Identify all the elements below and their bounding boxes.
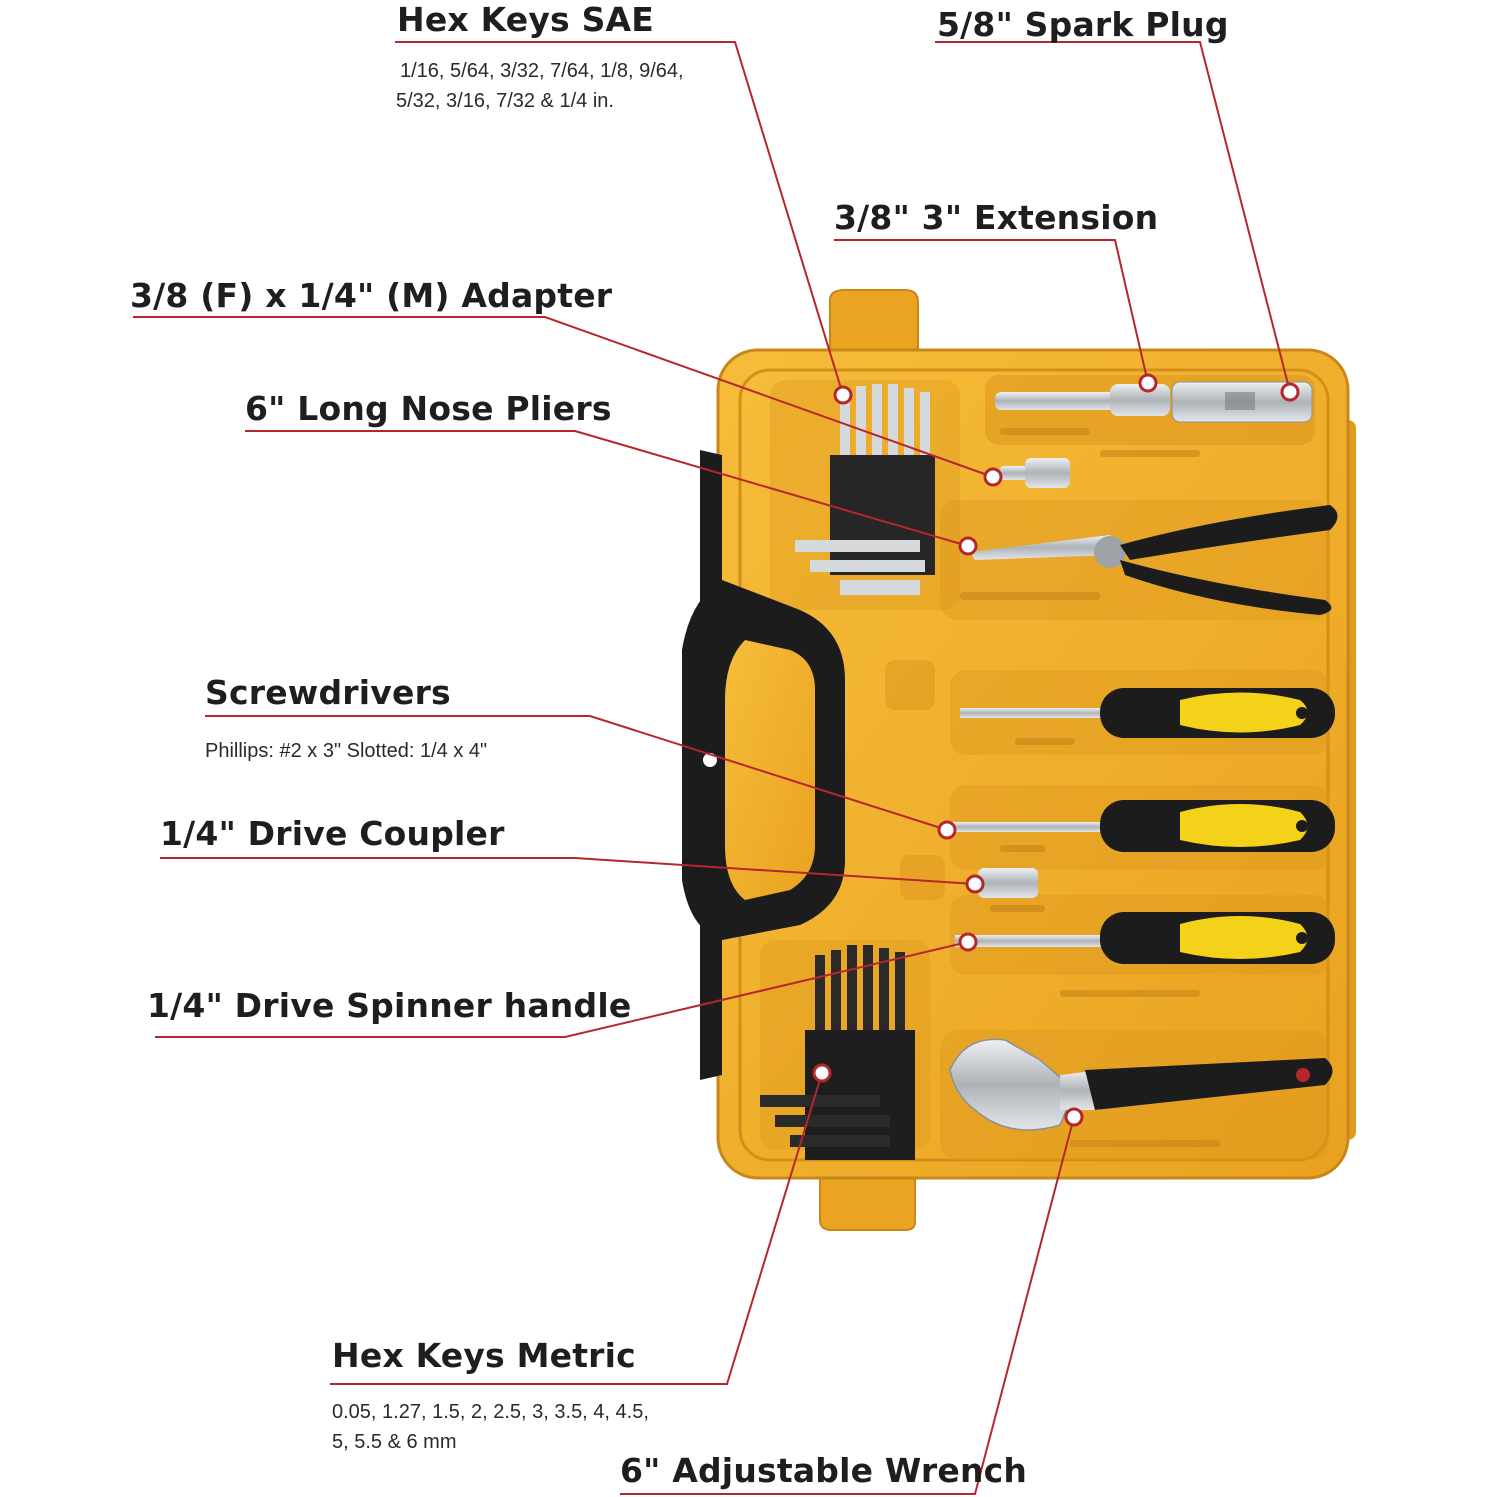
- hex-keys-metric: [760, 945, 915, 1160]
- point-spark-plug: [1280, 382, 1300, 402]
- label-drive-coupler: 1/4" Drive Coupler: [160, 814, 505, 853]
- leader-coupler: [160, 857, 976, 885]
- detail-hex-keys-metric-line2: 5, 5.5 & 6 mm: [332, 1431, 457, 1453]
- drive-coupler: [978, 868, 1038, 898]
- extension-bar: [995, 384, 1170, 416]
- adjustable-wrench: [949, 1038, 1333, 1131]
- leader-extension: [834, 239, 1149, 384]
- label-hex-keys-metric: Hex Keys Metric: [332, 1336, 636, 1375]
- point-extension: [1138, 373, 1158, 393]
- adapter-part: [1000, 458, 1070, 488]
- leader-hex-sae: [395, 41, 844, 396]
- label-adjustable-wrench: 6" Adjustable Wrench: [620, 1451, 1028, 1490]
- label-adapter: 3/8 (F) x 1/4" (M) Adapter: [130, 276, 613, 315]
- screwdriver-phillips: [950, 800, 1335, 852]
- point-screwdrivers: [937, 820, 957, 840]
- detail-hex-keys-metric-line1: 0.05, 1.27, 1.5, 2, 2.5, 3, 3.5, 4, 4.5,: [332, 1401, 649, 1423]
- detail-hex-keys-sae-line1: 1/16, 5/64, 3/32, 7/64, 1/8, 9/64,: [400, 60, 684, 82]
- leader-adapter: [133, 316, 994, 478]
- label-long-nose-pliers: 6" Long Nose Pliers: [245, 389, 612, 428]
- point-pliers: [958, 536, 978, 556]
- label-spark-plug: 5/8" Spark Plug: [937, 5, 1229, 44]
- label-hex-keys-sae: Hex Keys SAE: [397, 0, 655, 39]
- screwdriver-slotted: [960, 688, 1335, 738]
- label-extension: 3/8" 3" Extension: [834, 198, 1159, 237]
- long-nose-pliers: [970, 505, 1338, 615]
- hex-keys-sae: [795, 384, 935, 595]
- point-spinner: [958, 932, 978, 952]
- leader-hex-metric: [330, 1072, 823, 1385]
- point-adapter: [983, 467, 1003, 487]
- point-hex-sae: [833, 385, 853, 405]
- leader-pliers: [245, 430, 969, 547]
- leader-spinner: [155, 941, 969, 1038]
- detail-hex-keys-sae-line2: 5/32, 3/16, 7/32 & 1/4 in.: [396, 90, 614, 112]
- carry-handle: [682, 450, 845, 1080]
- label-screwdrivers: Screwdrivers: [205, 673, 451, 712]
- point-hex-metric: [812, 1063, 832, 1083]
- leader-screwdrivers: [205, 715, 948, 831]
- label-spinner-handle: 1/4" Drive Spinner handle: [147, 986, 632, 1025]
- leader-spark-plug: [935, 41, 1291, 393]
- spinner-handle: [955, 912, 1335, 964]
- leader-wrench: [620, 1116, 1075, 1495]
- detail-screwdrivers: Phillips: #2 x 3" Slotted: 1/4 x 4": [205, 740, 488, 762]
- point-wrench: [1064, 1107, 1084, 1127]
- spark-plug-socket: [1171, 381, 1313, 423]
- point-coupler: [965, 874, 985, 894]
